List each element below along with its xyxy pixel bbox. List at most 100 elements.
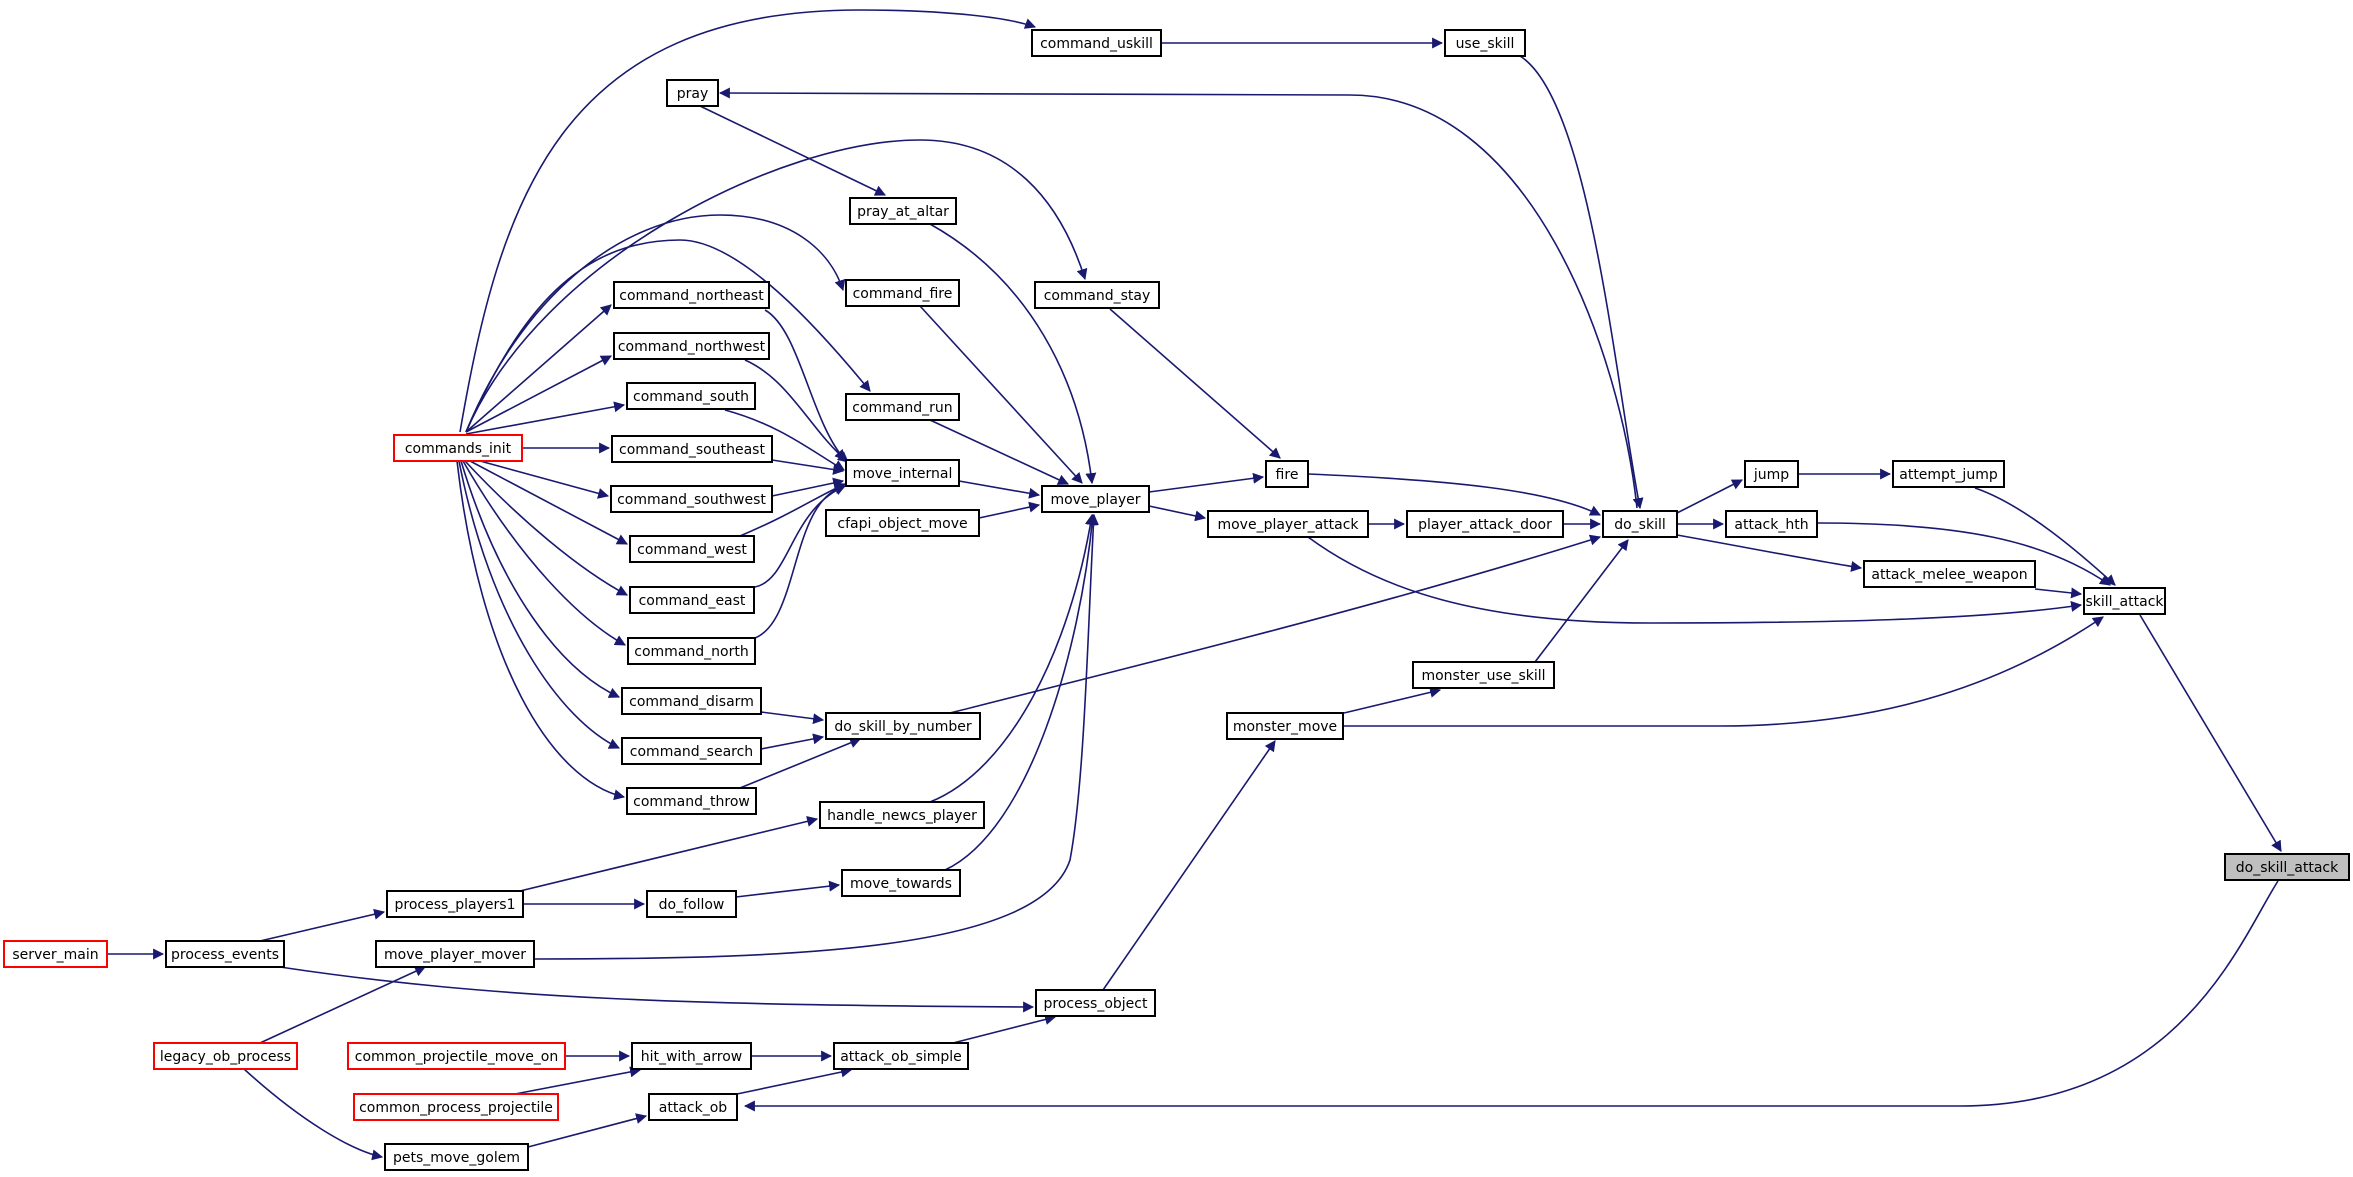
node-server-main[interactable]: server_main — [3, 940, 108, 968]
node-use-skill[interactable]: use_skill — [1444, 29, 1526, 57]
node-box — [1725, 510, 1818, 538]
node-command-southwest[interactable]: command_southwest — [610, 485, 773, 513]
node-legacy-ob-process[interactable]: legacy_ob_process — [153, 1042, 298, 1070]
node-label: command_east — [639, 593, 746, 609]
node-command-north[interactable]: command_north — [627, 637, 756, 665]
node-attack-melee-weapon[interactable]: attack_melee_weapon — [1863, 560, 2036, 588]
edge-attack-ob-to-attack-ob-simple — [736, 1066, 853, 1095]
node-move-towards[interactable]: move_towards — [841, 869, 961, 897]
node-label: command_north — [634, 644, 748, 660]
node-command-south[interactable]: command_south — [626, 382, 756, 410]
node-label: do_skill — [1614, 517, 1666, 533]
node-box — [629, 586, 755, 614]
node-box — [849, 197, 957, 225]
node-command-northeast[interactable]: command_northeast — [613, 281, 770, 309]
node-attack-hth[interactable]: attack_hth — [1725, 510, 1818, 538]
node-do-follow[interactable]: do_follow — [646, 890, 737, 918]
node-box — [384, 1143, 529, 1171]
edge-process-events-to-process-players1 — [259, 908, 386, 942]
edge-commands-init-to-command-search — [458, 460, 620, 749]
edge-commands-init-to-command-throw — [456, 460, 626, 801]
node-common-projectile-move-on[interactable]: common_projectile_move_on — [347, 1042, 566, 1070]
edge-monster-move-to-monster-use-skill — [1343, 686, 1442, 714]
node-move-internal[interactable]: move_internal — [845, 459, 960, 487]
node-pray[interactable]: pray — [666, 79, 719, 107]
node-label: command_southeast — [619, 442, 765, 458]
node-move-player-mover[interactable]: move_player_mover — [375, 940, 535, 968]
node-pets-move-golem[interactable]: pets_move_golem — [384, 1143, 529, 1171]
node-command-west[interactable]: command_west — [629, 535, 755, 563]
node-do-skill[interactable]: do_skill — [1602, 510, 1678, 538]
edge-legacy-ob-process-to-pets-move-golem — [243, 1068, 384, 1161]
edge-monster-use-skill-to-do-skill — [1534, 539, 1629, 663]
node-move-player[interactable]: move_player — [1041, 485, 1150, 513]
node-box — [621, 737, 762, 765]
node-label: move_internal — [853, 466, 953, 482]
node-do-skill-attack[interactable]: do_skill_attack — [2224, 853, 2350, 881]
node-command-stay[interactable]: command_stay — [1034, 281, 1160, 309]
node-monster-move[interactable]: monster_move — [1226, 712, 1344, 740]
node-process-object[interactable]: process_object — [1035, 989, 1156, 1017]
node-process-players1[interactable]: process_players1 — [386, 890, 524, 918]
node-label: use_skill — [1456, 36, 1515, 52]
node-box — [1031, 29, 1162, 57]
node-command-run[interactable]: command_run — [845, 393, 960, 421]
node-box — [1406, 510, 1564, 538]
node-fire[interactable]: fire — [1265, 460, 1309, 488]
edge-commands-init-to-command-run — [465, 239, 871, 433]
node-box — [153, 1042, 298, 1070]
node-label: hit_with_arrow — [641, 1049, 743, 1065]
node-label: command_search — [630, 744, 753, 760]
node-box — [841, 869, 961, 897]
node-process-events[interactable]: process_events — [165, 940, 285, 968]
edge-command-run-to-move-player — [929, 419, 1069, 485]
node-commands-init[interactable]: commands_init — [393, 434, 523, 462]
node-player-attack-door[interactable]: player_attack_door — [1406, 510, 1564, 538]
node-label: server_main — [12, 947, 98, 963]
edge-commands-init-to-command-fire — [465, 214, 846, 433]
node-pray-at-altar[interactable]: pray_at_altar — [849, 197, 957, 225]
node-do-skill-by-number[interactable]: do_skill_by_number — [825, 712, 981, 740]
node-skill-attack[interactable]: skill_attack — [2083, 587, 2166, 615]
edge-do-skill-to-jump — [1676, 479, 1743, 514]
node-label: process_object — [1044, 996, 1148, 1012]
node-attempt-jump[interactable]: attempt_jump — [1892, 460, 2005, 488]
node-command-throw[interactable]: command_throw — [626, 787, 757, 815]
edge-do-skill-attack-to-attack-ob — [743, 880, 2279, 1112]
node-cfapi-object-move[interactable]: cfapi_object_move — [825, 509, 980, 537]
node-move-player-attack[interactable]: move_player_attack — [1207, 510, 1369, 538]
node-command-search[interactable]: command_search — [621, 737, 762, 765]
node-attack-ob[interactable]: attack_ob — [648, 1093, 738, 1121]
node-handle-newcs-player[interactable]: handle_newcs_player — [819, 801, 985, 829]
node-label: jump — [1753, 467, 1789, 483]
node-monster-use-skill[interactable]: monster_use_skill — [1412, 661, 1555, 689]
node-hit-with-arrow[interactable]: hit_with_arrow — [631, 1042, 752, 1070]
edge-process-players1-to-handle-newcs-player — [519, 815, 819, 892]
node-label: command_northwest — [618, 339, 766, 355]
node-box — [1034, 281, 1160, 309]
node-label: move_towards — [850, 876, 952, 892]
edge-do-skill-by-number-to-do-skill — [949, 534, 1602, 714]
node-command-east[interactable]: command_east — [629, 586, 755, 614]
node-box — [1265, 460, 1309, 488]
node-command-northwest[interactable]: command_northwest — [613, 332, 770, 360]
node-box — [613, 281, 770, 309]
node-label: attack_ob — [659, 1100, 728, 1116]
node-command-fire[interactable]: command_fire — [845, 279, 960, 307]
edge-process-events-to-process-object — [279, 966, 1035, 1013]
node-box — [393, 434, 523, 462]
edge-pets-move-golem-to-attack-ob — [527, 1113, 648, 1148]
node-label: pray_at_altar — [857, 204, 949, 220]
edge-attempt-jump-to-skill-attack — [1974, 487, 2116, 586]
node-command-southeast[interactable]: command_southeast — [611, 435, 773, 463]
node-common-process-projectile[interactable]: common_process_projectile — [353, 1093, 559, 1121]
node-label: move_player — [1050, 492, 1140, 508]
node-attack-ob-simple[interactable]: attack_ob_simple — [833, 1042, 969, 1070]
node-command-uskill[interactable]: command_uskill — [1031, 29, 1162, 57]
node-label: process_events — [171, 947, 279, 963]
node-label: monster_use_skill — [1421, 668, 1545, 684]
node-jump[interactable]: jump — [1744, 460, 1799, 488]
node-command-disarm[interactable]: command_disarm — [621, 687, 762, 715]
edge-command-southwest-to-move-internal — [771, 477, 845, 497]
node-label: attack_melee_weapon — [1871, 567, 2027, 583]
